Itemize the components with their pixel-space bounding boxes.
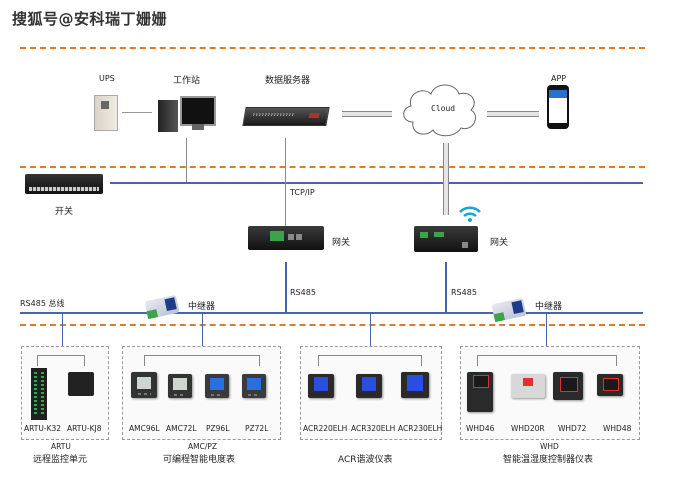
io-module-icon: [31, 368, 47, 420]
network-switch-icon: [25, 174, 103, 194]
zone-divider-bottom: [20, 324, 645, 326]
harmonic-meter-icon: [308, 374, 334, 398]
controller-icon: [467, 372, 493, 412]
gateway-wired-label: 网关: [332, 238, 351, 248]
server-cloud-arrow: [342, 111, 392, 117]
device-name: PZ96L: [206, 424, 230, 433]
zone-divider-middle: [20, 166, 645, 168]
panel-meter-icon: [168, 374, 192, 398]
drop-amc: [202, 313, 203, 361]
device-name: ARTU-KJ8: [67, 424, 102, 433]
device-name: AMC72L: [166, 424, 197, 433]
artu-bracket: [37, 355, 85, 366]
group-title: 可编程智能电度表: [163, 455, 236, 465]
rs485-bus: [20, 312, 643, 314]
rs485-bus-label: RS485 总线: [20, 299, 65, 308]
repeater-left-label: 中继器: [188, 302, 216, 312]
device-name: PZ72L: [245, 424, 269, 433]
acr-bracket: [318, 355, 422, 366]
group-title: 智能温湿度控制器仪表: [503, 455, 594, 465]
panel-meter-icon: [205, 374, 229, 398]
ethernet-bus: [110, 182, 643, 184]
drop-acr: [370, 313, 371, 361]
watermark: 搜狐号@安科瑞丁姗姗: [12, 10, 168, 28]
device-name: AMC96L: [129, 424, 160, 433]
device-name: ACR230ELH: [398, 424, 443, 433]
group-code: ARTU: [51, 442, 71, 451]
gateway-wireless-label: 网关: [490, 238, 509, 248]
cloud-label: Cloud: [431, 104, 456, 113]
device-name: ARTU-K32: [24, 424, 62, 433]
rs485-feeder-right: [445, 262, 447, 313]
device-name: WHD20R: [511, 424, 545, 433]
tcp-ip-label: TCP/IP: [290, 188, 315, 197]
device-name: ACR220ELH: [303, 424, 348, 433]
whd-bracket: [477, 355, 617, 366]
group-code: WHD: [540, 442, 559, 451]
ups-label: UPS: [99, 74, 115, 83]
amc-bracket: [144, 355, 260, 366]
rs485-right-label: RS485: [451, 288, 477, 297]
panel-meter-icon: [131, 372, 157, 398]
data-server-label: 数据服务器: [265, 76, 311, 86]
zone-divider-top: [20, 47, 645, 49]
group-code: AMC/PZ: [188, 442, 218, 451]
panel-meter-icon: [242, 374, 266, 398]
drop-artu: [62, 313, 63, 361]
control-unit-icon: [68, 372, 94, 396]
group-title: 远程监控单元: [33, 455, 88, 465]
cloud-icon: [403, 84, 476, 137]
server-icon: [242, 107, 330, 126]
controller-icon: [553, 372, 583, 400]
server-uplink: [285, 138, 286, 228]
device-name: WHD48: [603, 424, 632, 433]
ups-icon: [94, 95, 118, 131]
workstation-label: 工作站: [173, 76, 201, 86]
cloud-app-arrow: [487, 111, 539, 117]
switch-label: 开关: [55, 207, 74, 217]
drop-whd: [546, 313, 547, 361]
rs485-feeder-left: [285, 262, 287, 313]
harmonic-meter-icon: [401, 372, 429, 398]
gateway-icon: [248, 226, 324, 250]
rs485-left-label: RS485: [290, 288, 316, 297]
workstation-uplink: [186, 138, 187, 182]
device-name: WHD72: [558, 424, 587, 433]
group-title: ACR谐波仪表: [338, 455, 393, 465]
device-name: ACR320ELH: [351, 424, 396, 433]
controller-icon: [511, 374, 545, 398]
repeater-right-icon: [491, 297, 527, 323]
smartphone-icon: [547, 85, 569, 129]
harmonic-meter-icon: [356, 374, 382, 398]
repeater-left-icon: [144, 294, 180, 320]
cloud-gateway-arrow: [443, 143, 449, 215]
wireless-gateway-icon: [414, 226, 478, 252]
controller-icon: [597, 374, 623, 396]
app-label: APP: [551, 74, 567, 83]
device-name: WHD46: [466, 424, 495, 433]
repeater-right-label: 中继器: [535, 302, 563, 312]
wifi-icon: [459, 206, 481, 222]
workstation-icon: [158, 96, 218, 132]
ups-workstation-link: [122, 112, 152, 113]
